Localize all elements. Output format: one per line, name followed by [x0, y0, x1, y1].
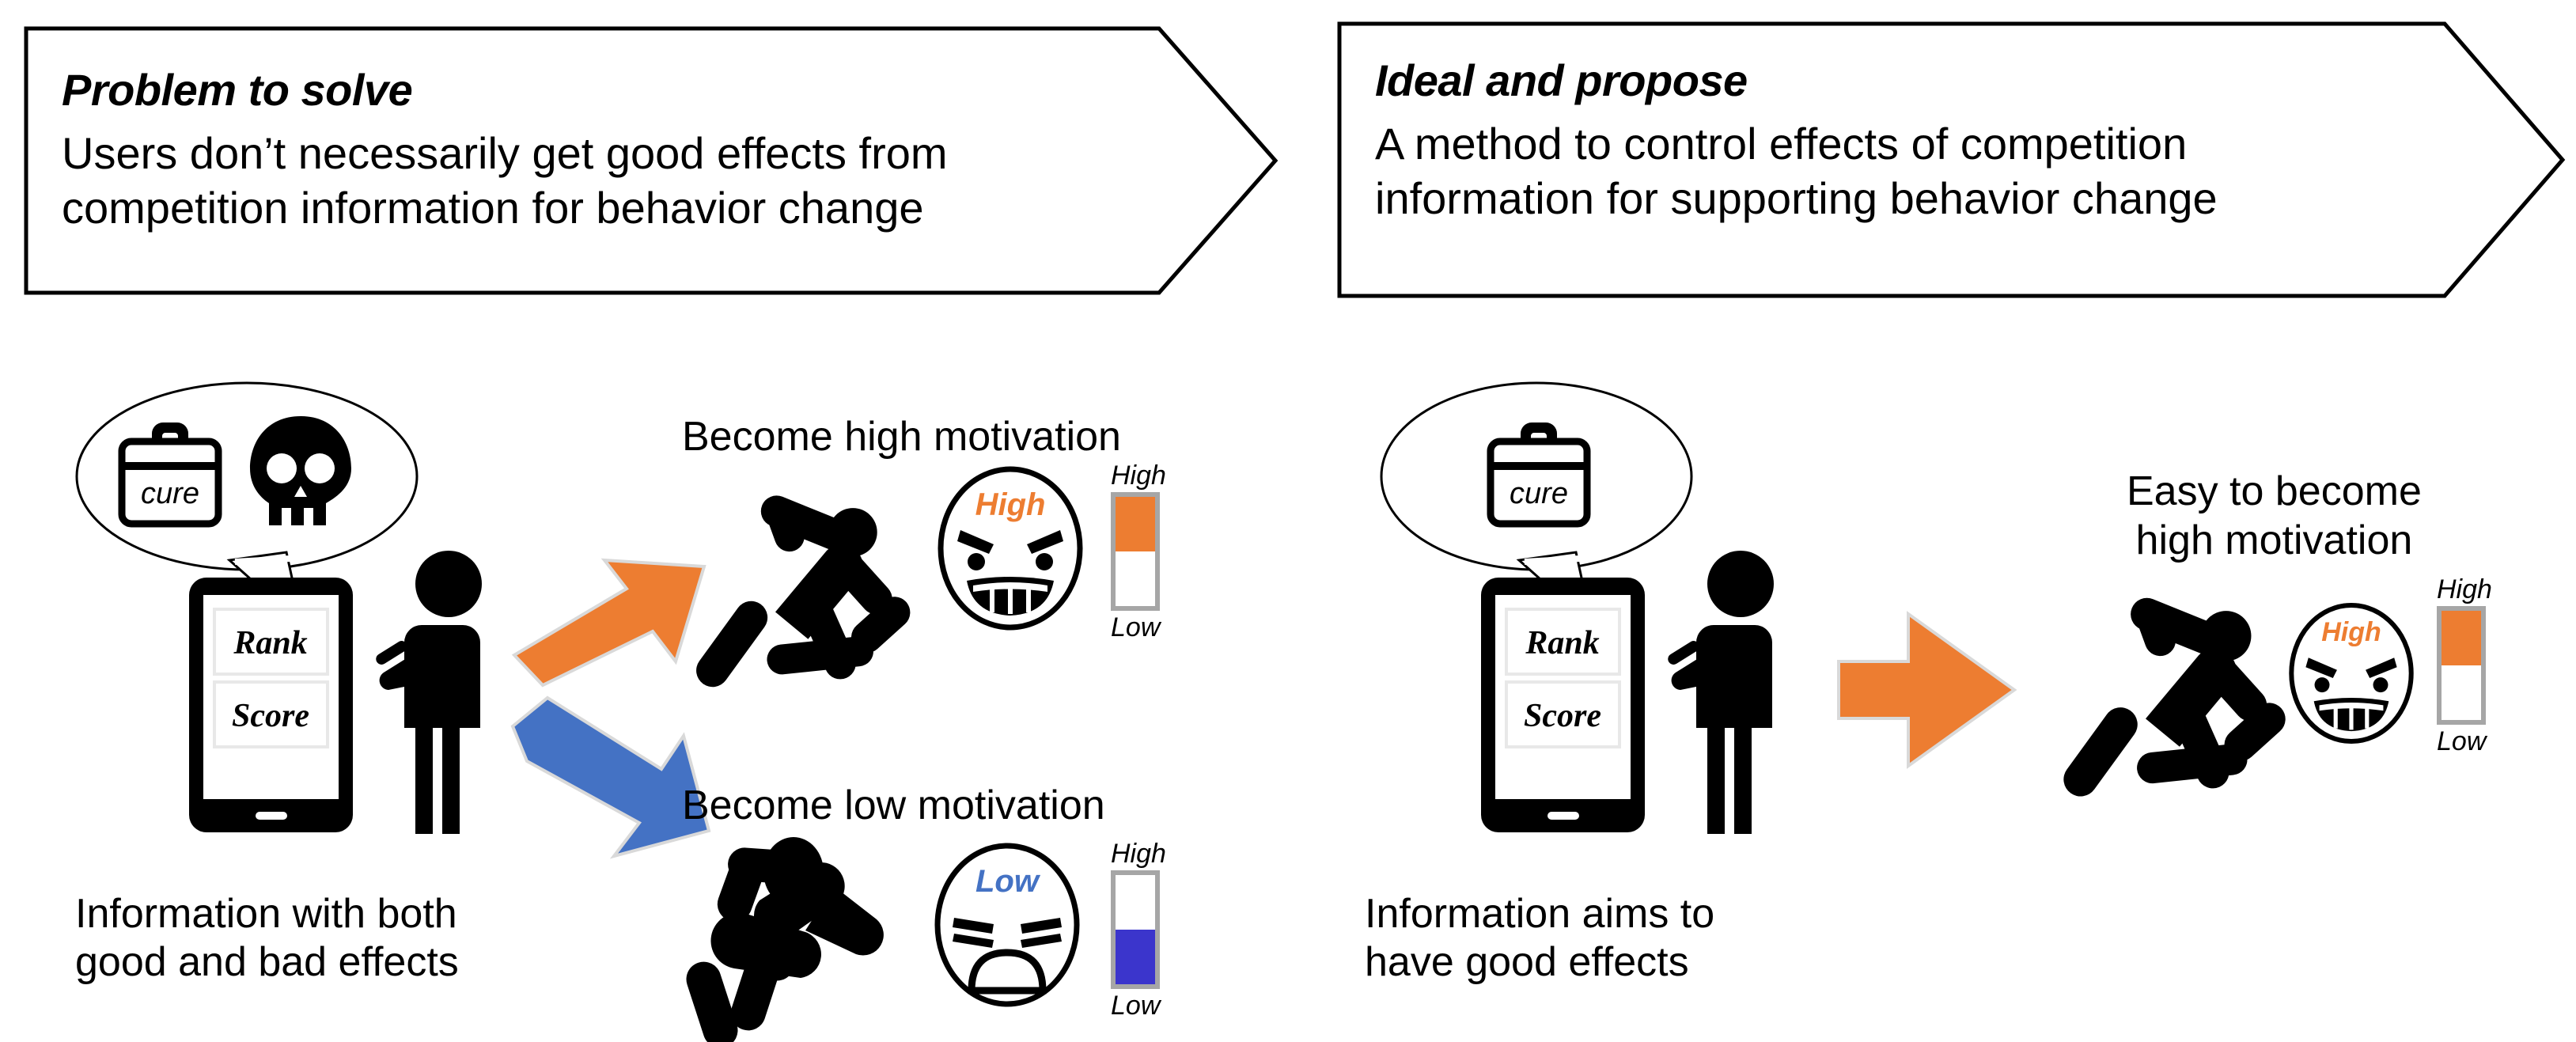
face-word-high: High: [975, 487, 1046, 522]
running-person-icon: [696, 495, 911, 688]
banner-body: Users don’t necessarily get good effects…: [62, 128, 948, 233]
gauge-empty: [1116, 875, 1155, 930]
caption-problem: Information with both good and bad effec…: [75, 891, 459, 986]
first-aid-kit-icon: cure: [118, 422, 222, 528]
grinning-face-shape: [938, 466, 1083, 631]
face-word-high: High: [2321, 617, 2381, 647]
lounging-person-icon: [686, 837, 884, 1042]
phone-device-problem: Rank Score: [189, 578, 353, 832]
running-person-icon: [2063, 597, 2286, 797]
gauge-bar: [1111, 492, 1160, 611]
gauge-bar: [1111, 870, 1160, 989]
arrow-right-icon: [1837, 611, 2017, 769]
gauge-empty: [1116, 551, 1155, 606]
gauge-high: High Low: [1111, 460, 1166, 642]
gauge-empty: [2442, 665, 2481, 720]
gauge-top-label: High: [1111, 839, 1166, 869]
phone-device-ideal: Rank Score: [1481, 578, 1645, 832]
banner-problem: Problem to solve Users don’t necessarily…: [24, 26, 1279, 295]
person-with-phone-icon: [376, 551, 482, 834]
gauge-bar: [2437, 606, 2486, 725]
gauge-bottom-label: Low: [2437, 726, 2487, 756]
phone-row-score: Score: [1524, 698, 1601, 734]
arrow-down-right-icon: [510, 695, 711, 859]
phone-row-rank: Rank: [233, 625, 307, 661]
arrow-up-right-icon: [511, 558, 707, 688]
branch-label-high: Become high motivation: [682, 414, 1121, 460]
gauge-top-label: High: [2437, 574, 2492, 604]
face-low-motivation: Low: [934, 842, 1081, 1008]
person-with-phone-icon: [1668, 551, 1774, 834]
gauge-top-label: High: [1111, 460, 1166, 491]
first-aid-kit-icon: cure: [1487, 422, 1591, 528]
kit-label: cure: [1510, 477, 1568, 510]
banner-chevron-shape: [1337, 21, 2566, 298]
face-high-motivation: High: [937, 465, 1084, 631]
gauge-bottom-label: Low: [1111, 991, 1161, 1021]
speech-bubble-problem: cure: [73, 380, 421, 633]
phone-row-score: Score: [232, 698, 309, 734]
banner-chevron-shape: [24, 26, 1279, 295]
gauge-fill: [2442, 611, 2481, 665]
face-high-motivation: High: [2288, 600, 2415, 747]
skull-icon: [250, 416, 351, 525]
branch-label-easy-high: Easy to become high motivation: [2127, 468, 2422, 564]
banner-ideal: Ideal and propose A method to control ef…: [1337, 21, 2566, 298]
gauge-fill: [1116, 930, 1155, 984]
gauge-bottom-label: Low: [1111, 612, 1161, 642]
grinning-face-shape: [2289, 602, 2414, 745]
speech-bubble-ideal: cure: [1362, 380, 1710, 633]
panel-problem: Problem to solve Users don’t necessarily…: [24, 26, 1279, 1042]
banner-body: A method to control effects of competiti…: [1375, 119, 2218, 223]
banner-title: Problem to solve: [62, 65, 413, 115]
caption-ideal: Information aims to have good effects: [1365, 891, 1715, 986]
sad-face-shape: [934, 843, 1080, 1007]
gauge-high: High Low: [2437, 574, 2492, 756]
gauge-fill: [1116, 497, 1155, 551]
gauge-low: High Low: [1111, 839, 1166, 1021]
banner-title: Ideal and propose: [1375, 55, 1748, 105]
branch-label-low: Become low motivation: [682, 782, 1105, 828]
phone-row-rank: Rank: [1525, 625, 1599, 661]
kit-label: cure: [141, 477, 199, 510]
face-word-low: Low: [975, 864, 1039, 899]
panel-ideal: Ideal and propose A method to control ef…: [1290, 0, 2576, 1042]
